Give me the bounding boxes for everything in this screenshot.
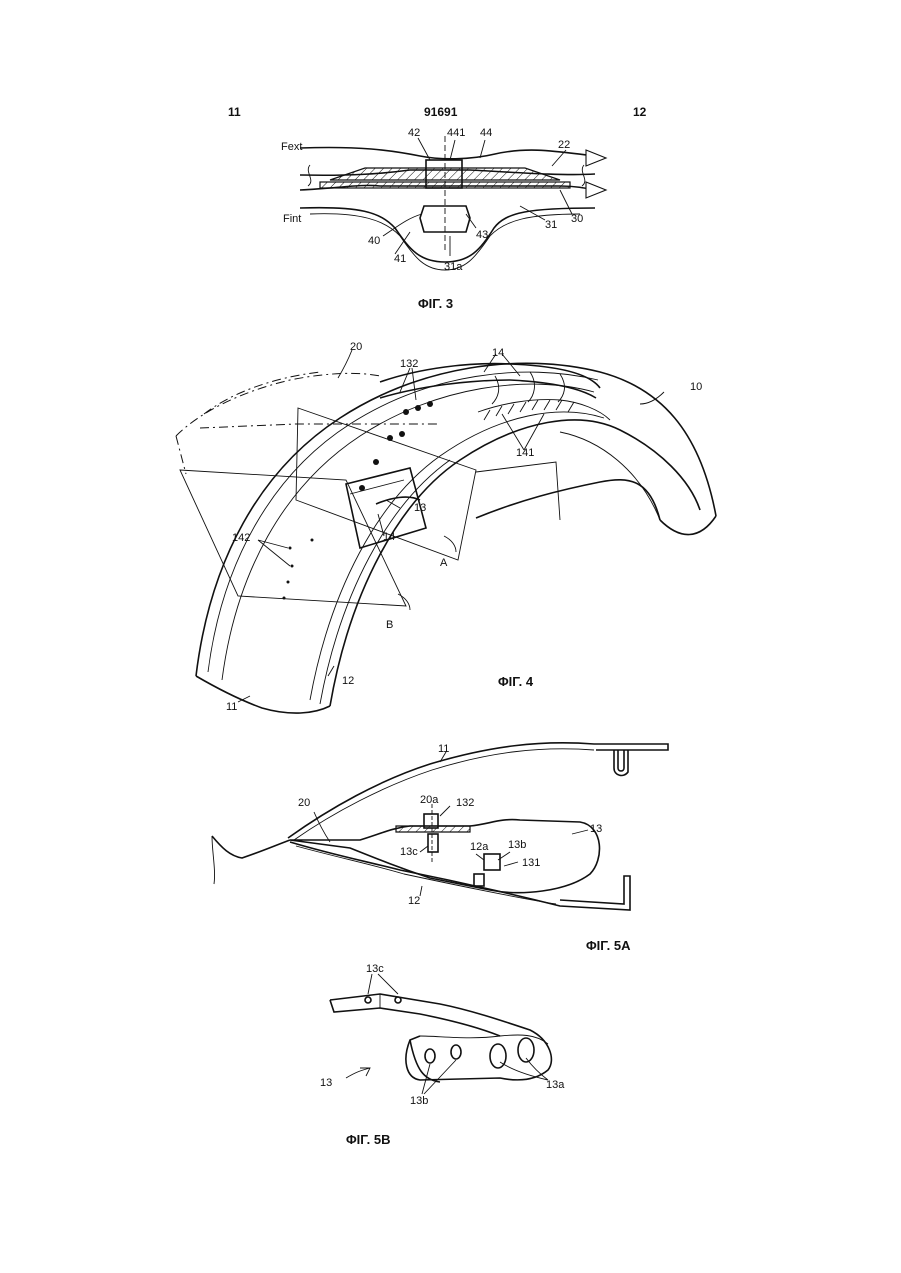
fig3-label: 42 [408,127,420,139]
fig5a-label: 20a [420,794,439,806]
fig4-label: 132 [400,358,418,370]
fig3-label: 31a [444,261,463,273]
fig3-label: 30 [571,213,583,225]
fig4-caption: ΦΙΓ. 4 [498,674,534,689]
fig5a-label: 131 [522,857,540,869]
figure-4 [176,350,716,713]
fig3-label: 44 [480,127,492,139]
fig4-label: 13 [414,502,426,514]
fig4-label: 14 [492,347,504,359]
fig5a-label: 12 [408,895,420,907]
fig5a-label: 13 [590,823,602,835]
fig5b-caption: ΦΙΓ. 5B [346,1132,391,1147]
fig4-label: 142 [232,532,250,544]
fig4-label: 14 [383,531,395,543]
fig4-label: B [386,619,393,631]
fig5a-label: 11 [438,743,449,755]
figure-3 [300,136,606,270]
fig3-label: 22 [558,139,570,151]
fig4-label: 11 [226,701,237,713]
fig3-label: 441 [447,127,465,139]
fig3-caption: ΦΙΓ. 3 [418,296,453,311]
fig5a-label: 20 [298,797,310,809]
fig4-label: 12 [342,675,354,687]
fig3-label: 41 [394,253,406,265]
fig3-label-fext: Fext [281,141,302,153]
fig4-label: 20 [350,341,362,353]
fig5a-caption: ΦΙΓ. 5A [586,938,631,953]
fig5a-label: 13b [508,839,526,851]
fig5a-label: 132 [456,797,474,809]
fig4-label: 10 [690,381,702,393]
fig4-label: A [440,557,448,569]
fig5b-label: 13b [410,1095,428,1107]
fig3-label: 31 [545,219,557,231]
fig5a-label: 12a [470,841,489,853]
fig5b-label: 13c [366,963,384,975]
fig5b-label: 13a [546,1079,565,1091]
fig4-label: 141 [516,447,534,459]
fig3-label: 40 [368,235,380,247]
fig3-label-fint: Fint [283,213,301,225]
fig5b-label: 13 [320,1077,332,1089]
fig5a-label: 13c [400,846,418,858]
figure-5b [330,974,551,1094]
fig3-label: 43 [476,229,488,241]
